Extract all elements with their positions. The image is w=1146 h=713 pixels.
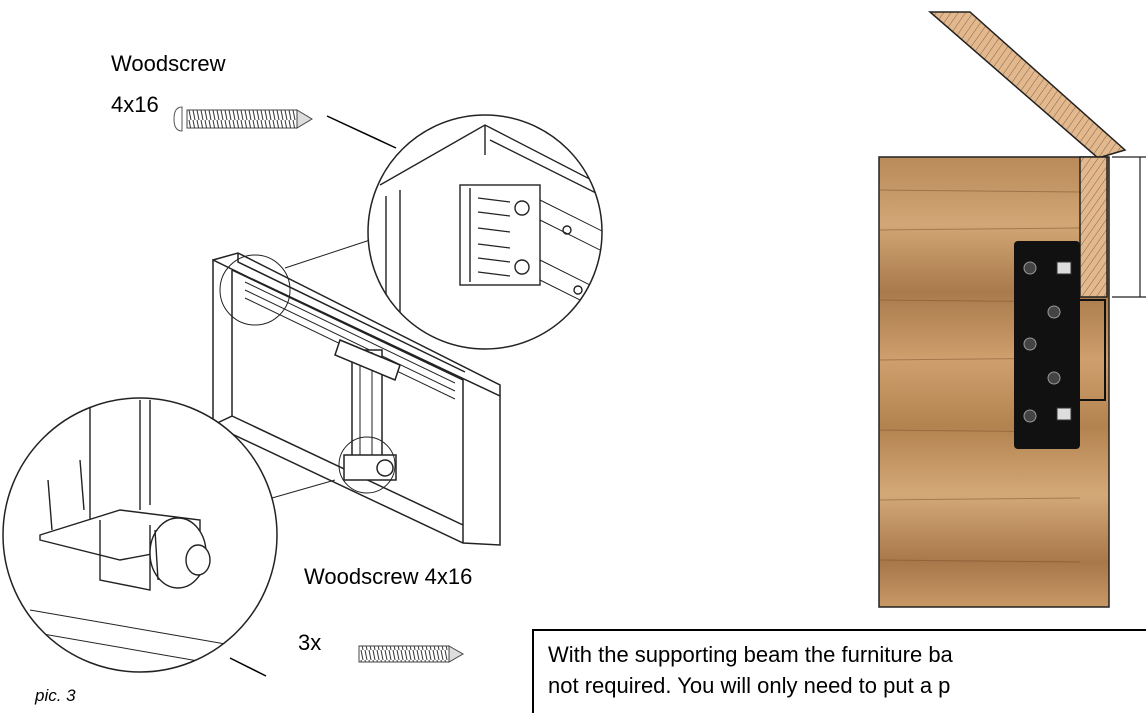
instruction-note-box: With the supporting beam the furniture b… <box>532 629 1146 713</box>
note-line-1: With the supporting beam the furniture b… <box>548 642 953 667</box>
quantity-label: 3x <box>298 630 322 655</box>
bracket-plate <box>1014 241 1080 449</box>
woodscrew-top-icon <box>173 106 313 132</box>
lid-panel <box>927 11 1127 159</box>
bracket-screws <box>1023 261 1061 423</box>
leader-line-top <box>326 115 397 149</box>
woodscrew-bottom-label: Woodscrew 4x16 <box>304 564 473 589</box>
note-line-2: not required. You will only need to put … <box>548 673 951 698</box>
dimension-marker <box>1112 156 1146 298</box>
woodscrew-bottom-icon <box>358 645 465 663</box>
cabinet-assembly <box>212 239 501 546</box>
beam-section <box>1079 156 1108 298</box>
leader-line-bottom <box>229 657 267 677</box>
detail-circle-bottom <box>2 397 278 673</box>
woodscrew-top-label: Woodscrew <box>111 51 226 76</box>
wood-section-view <box>878 11 1146 608</box>
detail-circle-top <box>367 114 603 350</box>
picture-caption: pic. 3 <box>35 686 76 705</box>
woodscrew-top-size: 4x16 <box>111 92 159 117</box>
